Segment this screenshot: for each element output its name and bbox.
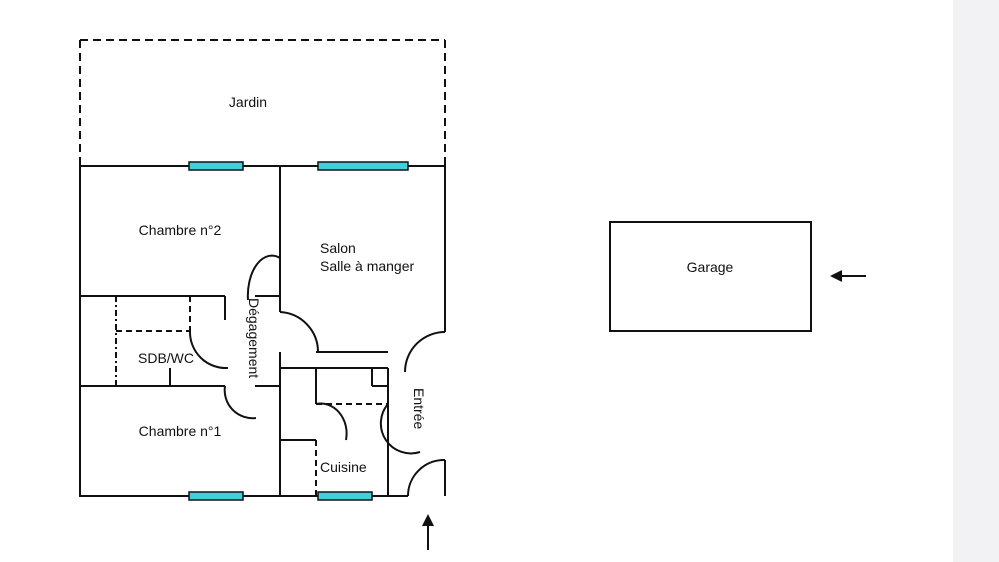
room-label-garage: Garage: [686, 259, 734, 275]
door-swings: [169, 254, 446, 497]
room-label-sdb-wc: SDB/WC: [138, 350, 194, 366]
room-label-salle-a-manger: Salle à manger: [320, 258, 415, 274]
room-label-entree: Entrée: [411, 388, 427, 430]
garden-outline: [79, 39, 446, 166]
windows: [188, 161, 409, 501]
room-label-cuisine: Cuisine: [320, 459, 367, 475]
room-label-salon: Salon: [320, 240, 356, 256]
right-edge-strip: [953, 0, 999, 562]
arrow-icon: [422, 270, 866, 550]
room-label-jardin: Jardin: [228, 94, 268, 110]
walls: [79, 165, 446, 497]
garage-outline: [609, 221, 812, 332]
room-label-chambre-1: Chambre n°1: [138, 423, 222, 439]
room-label-degagement: Dégagement: [246, 298, 262, 379]
room-label-chambre-2: Chambre n°2: [138, 222, 222, 238]
